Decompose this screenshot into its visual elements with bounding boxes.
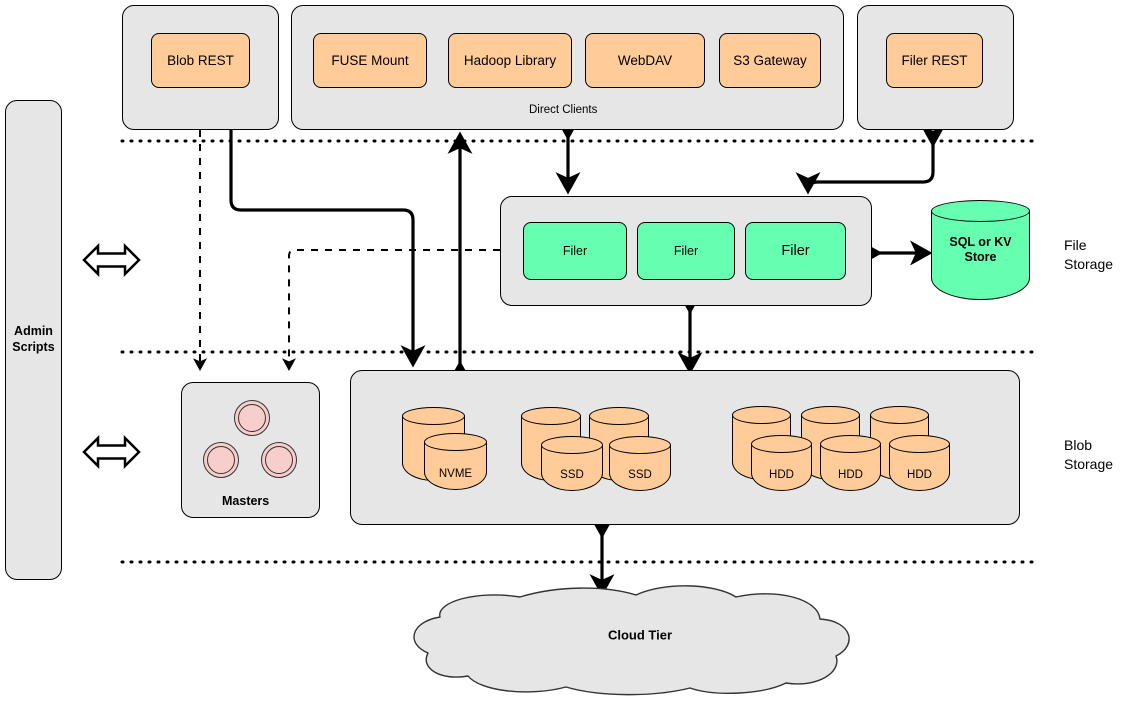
client-blob-rest[interactable]: Blob REST [151, 33, 250, 88]
client-hadoop-library[interactable]: Hadoop Library [448, 33, 572, 88]
dashed-filer-to-masters [282, 249, 500, 371]
nvme-cylinder-front[interactable]: NVME [424, 433, 487, 490]
client-hadoop-library-label: Hadoop Library [463, 53, 557, 68]
metadata-store-body [931, 211, 1030, 300]
client-s3-gateway[interactable]: S3 Gateway [719, 33, 821, 88]
ssd-front-2-top [609, 436, 671, 454]
client-webdav[interactable]: WebDAV [585, 33, 705, 88]
ssd-cylinder-front-2[interactable]: SSD [609, 436, 671, 491]
metadata-store-top [931, 200, 1030, 222]
masters-label: Masters [222, 494, 270, 508]
arrow-filerrest-to-filers [795, 125, 946, 195]
hdd-back-3-top [870, 406, 929, 424]
filer-node-1-label: Filer [562, 244, 588, 258]
direct-clients-caption: Direct Clients [529, 104, 598, 116]
client-blob-rest-label: Blob REST [167, 53, 234, 68]
ssd-back-1-top [521, 407, 581, 425]
ssd-label-2: SSD [628, 469, 652, 481]
hdd-front-3-top [889, 435, 950, 453]
metadata-store-cylinder[interactable]: SQL or KV Store [931, 200, 1030, 300]
client-fuse-mount-label: FUSE Mount [331, 53, 409, 68]
filer-node-2-label: Filer [673, 244, 699, 258]
client-filer-rest[interactable]: Filer REST [886, 33, 983, 88]
client-webdav-label: WebDAV [617, 53, 673, 68]
filer-node-3[interactable]: Filer [745, 222, 846, 280]
filer-node-1[interactable]: Filer [523, 222, 627, 280]
filer-node-3-label: Filer [781, 243, 810, 259]
filer-node-2[interactable]: Filer [637, 222, 735, 280]
ssd-label-1: SSD [560, 469, 584, 481]
nvme-back-top [402, 407, 465, 425]
ssd-front-1-top [541, 436, 603, 454]
master-node-3[interactable] [261, 442, 297, 478]
ssd-cylinder-front-1[interactable]: SSD [541, 436, 603, 491]
hdd-front-2-top [820, 435, 881, 453]
hdd-label-3: HDD [907, 469, 932, 481]
nvme-label: NVME [438, 468, 473, 480]
blob-storage-side-label: Blob Storage [1064, 437, 1114, 472]
admin-scripts-panel[interactable]: Admin Scripts [5, 100, 62, 580]
cloud-tier-node[interactable]: Cloud Tier [420, 580, 860, 690]
admin-file-double-arrow [82, 242, 141, 278]
cloud-tier-label: Cloud Tier [607, 627, 673, 643]
hdd-cylinder-front-2[interactable]: HDD [820, 435, 881, 491]
arrow-blobrest-to-volumes [229, 130, 426, 368]
ssd-back-2-top [589, 407, 649, 425]
admin-blob-double-arrow [82, 434, 141, 470]
hdd-cylinder-front-1[interactable]: HDD [751, 435, 812, 491]
hdd-back-1-top [732, 406, 791, 424]
client-filer-rest-label: Filer REST [901, 53, 968, 68]
hdd-cylinder-front-3[interactable]: HDD [889, 435, 950, 491]
admin-scripts-label: Admin Scripts [12, 324, 55, 354]
file-storage-side-label: File Storage [1064, 237, 1114, 272]
hdd-label-1: HDD [769, 469, 794, 481]
hdd-back-2-top [801, 406, 860, 424]
hdd-front-1-top [751, 435, 812, 453]
hdd-label-2: HDD [838, 469, 863, 481]
client-fuse-mount[interactable]: FUSE Mount [313, 33, 427, 88]
master-node-1[interactable] [234, 400, 270, 436]
client-s3-gateway-label: S3 Gateway [733, 53, 807, 68]
nvme-front-top [424, 433, 487, 451]
metadata-store-label: SQL or KV Store [949, 235, 1012, 264]
master-node-2[interactable] [203, 442, 239, 478]
